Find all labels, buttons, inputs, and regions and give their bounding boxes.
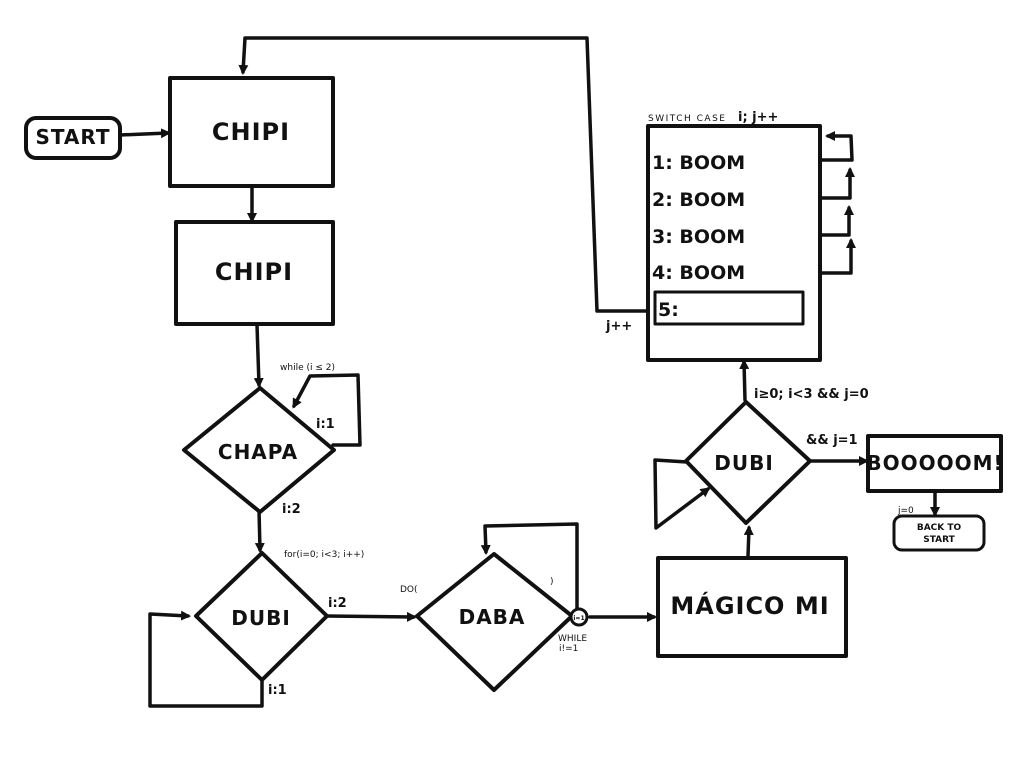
back-to-start-label-2: START	[923, 535, 955, 545]
dubi2-up-label: i≥0; i<3 && j=0	[754, 387, 869, 402]
back-to-start-label-1: BACK TO	[917, 523, 962, 533]
start-node	[24, 116, 122, 160]
arrow-dubi2-to-switch	[739, 359, 750, 402]
arrow-case5-to-chipi	[238, 36, 657, 313]
chipi-box-1	[168, 76, 335, 188]
chipi-label-2: CHIPI	[215, 258, 293, 286]
arrow-chipi-to-chapa	[253, 323, 264, 388]
switch-case-5-box	[653, 290, 805, 326]
arrow-dubi2-loop	[653, 458, 711, 530]
do-open-label: DO(	[400, 585, 418, 595]
arrow-daba-loop	[480, 522, 579, 614]
magico-label: MÁGICO MI	[670, 591, 829, 620]
arrow-case3-loop	[820, 205, 854, 237]
arrow-dubi-to-daba	[324, 611, 417, 622]
while-cond2-label: i!=1	[559, 644, 578, 654]
chapa-label: CHAPA	[218, 440, 298, 464]
dubi-label-2: DUBI	[714, 451, 774, 475]
switch-case-1: 1: BOOM	[652, 152, 745, 174]
while-junction-label: i=1	[573, 615, 584, 622]
switch-case-title: SWITCH CASE	[648, 114, 727, 124]
booooom-box	[866, 434, 1003, 493]
j-inc-label: j++	[605, 319, 632, 334]
dubi-diamond-1	[194, 551, 329, 682]
chipi-box-2	[174, 220, 335, 326]
dubi-label-1: DUBI	[231, 606, 291, 630]
arrow-dubi-loop	[148, 610, 264, 708]
arrow-magico-to-dubi2	[743, 525, 754, 558]
arrow-case1-loop	[820, 131, 854, 162]
arrow-case2-loop	[820, 167, 855, 200]
dubi-right-label: i:2	[328, 596, 347, 611]
while-label: WHILE	[558, 634, 587, 644]
switch-case-3: 3: BOOM	[652, 226, 745, 248]
daba-diamond	[415, 552, 574, 692]
arrow-start-to-chipi	[118, 128, 171, 139]
switch-case-box	[646, 124, 822, 362]
switch-case-4: 4: BOOM	[652, 262, 745, 284]
chapa-diamond	[182, 386, 336, 514]
dubi-diamond-2	[684, 400, 812, 525]
start-label: START	[35, 125, 110, 149]
while-condition-label: while (i ≤ 2)	[280, 363, 335, 373]
switch-case-5: 5:	[658, 299, 679, 321]
booooom-label: BOOOOOM!	[866, 451, 1003, 475]
arrow-case4-loop	[820, 238, 856, 275]
dubi-loop-label: i:1	[268, 683, 287, 698]
arrow-chapa-to-dubi	[254, 508, 265, 553]
magico-box	[656, 556, 848, 658]
chipi-label-1: CHIPI	[212, 118, 290, 146]
daba-label: DABA	[459, 605, 526, 629]
switch-case-variable: i; j++	[738, 110, 778, 125]
back-to-start-node	[892, 514, 986, 552]
chapa-out-label: i:2	[282, 502, 301, 517]
j-reset-label: j=0	[897, 506, 914, 516]
dubi2-right-label: && j=1	[806, 433, 858, 448]
while-junction-circle	[569, 607, 589, 627]
do-close-label: )	[550, 577, 554, 587]
switch-case-2: 2: BOOM	[652, 189, 745, 211]
chapa-loop-label: i:1	[316, 417, 335, 432]
arrow-chapa-loop	[292, 373, 362, 447]
for-loop-label: for(i=0; i<3; i++)	[284, 550, 364, 560]
